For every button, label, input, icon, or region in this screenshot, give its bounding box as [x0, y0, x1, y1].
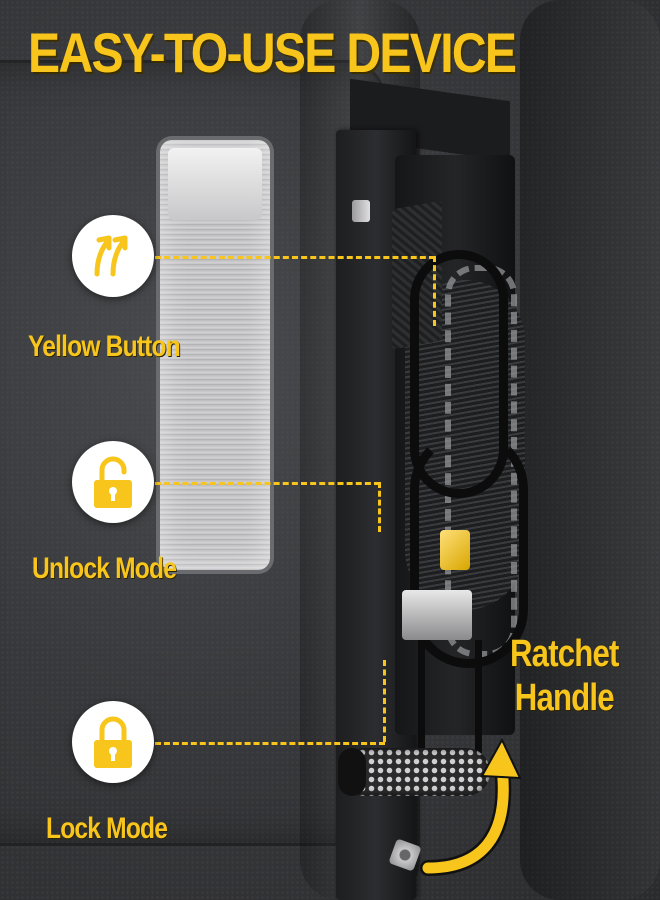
s-hook-lower: [410, 430, 528, 668]
leader-line-yellow-button: [433, 256, 436, 326]
yellow-button: [440, 530, 470, 570]
double-up-arrow-icon: [94, 235, 128, 277]
bed-panel-ridge: [520, 0, 660, 900]
page-title: EASY-TO-USE DEVICE: [28, 21, 517, 84]
curved-up-arrow-icon: [420, 737, 522, 876]
leader-line-lock: [383, 660, 386, 742]
unlock-mode-callout: [72, 441, 154, 523]
locked-padlock-icon: [94, 716, 132, 768]
unlocked-padlock-icon: [94, 456, 132, 508]
handle-rods: [418, 640, 482, 760]
yellow-button-label: Yellow Button: [28, 330, 181, 363]
lock-mode-callout: [72, 701, 154, 783]
bed-light: [160, 140, 270, 570]
leader-line-lock: [155, 742, 385, 745]
lock-mode-label: Lock Mode: [46, 812, 168, 845]
yellow-button-callout: [72, 215, 154, 297]
ratchet-handle-label-line2: Handle: [514, 677, 615, 719]
s-hook-upper: [410, 250, 508, 498]
leader-line-unlock: [155, 482, 380, 485]
bed-light-lens: [168, 148, 262, 220]
strap-pin: [352, 200, 370, 222]
unlock-mode-label: Unlock Mode: [32, 552, 177, 585]
release-latch: [402, 590, 472, 640]
grip-end-cap: [338, 748, 366, 796]
leader-line-unlock: [378, 482, 381, 532]
ratchet-handle-label: Ratchet Handle: [510, 632, 619, 720]
leader-line-yellow-button: [155, 256, 435, 259]
ratchet-handle-label-line1: Ratchet: [510, 633, 619, 675]
